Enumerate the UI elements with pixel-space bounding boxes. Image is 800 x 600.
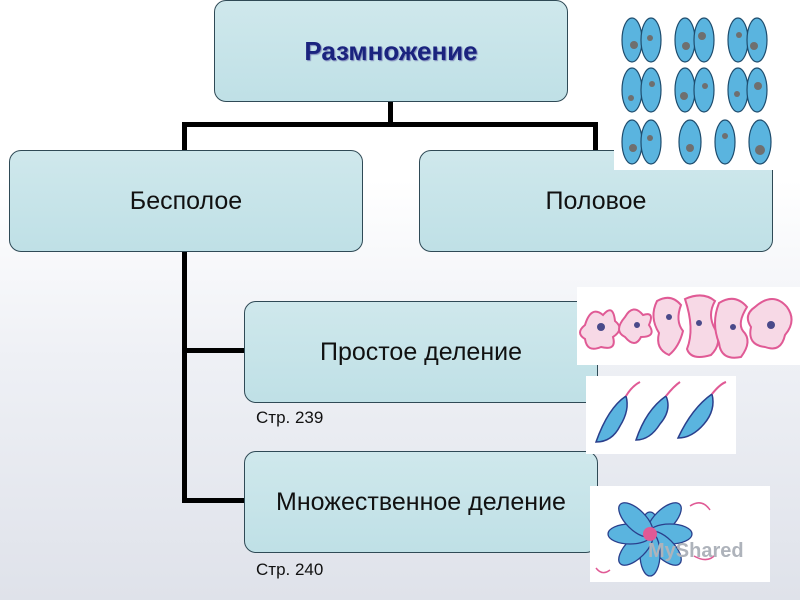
rosette-drawing: [595, 502, 717, 577]
connector-root-down: [388, 100, 393, 125]
multiple-division-label: Множественное деление: [276, 487, 566, 516]
simple-division-box: Простое деление: [244, 301, 598, 403]
amoeba-division-illustration: [577, 287, 800, 365]
reproduction-label: Размножение: [304, 35, 478, 66]
connector-to-multiple: [182, 498, 244, 503]
conjugation-illustration: [614, 10, 776, 170]
conjugation-drawing: [621, 17, 772, 165]
connector-asexual-down: [182, 250, 187, 503]
connector-to-sexual: [593, 122, 598, 150]
simple-division-label: Простое деление: [319, 337, 523, 366]
multiple-division-illustration: [590, 486, 770, 582]
page-ref-simple: Стр. 239: [256, 408, 324, 427]
reproduction-box: Размножение: [214, 0, 568, 102]
trypanosome-division-illustration: [586, 376, 736, 454]
amoeba-drawing: [579, 294, 793, 359]
watermark-text: MyShared: [648, 540, 744, 562]
connector-to-asexual: [182, 122, 187, 150]
trypanosome-drawing: [594, 381, 727, 443]
multiple-division-box: Множественное деление: [244, 451, 598, 553]
sexual-label: Половое: [545, 186, 647, 215]
connector-horizontal-top: [182, 122, 598, 127]
page-ref-multiple: Стр. 240: [256, 560, 324, 579]
asexual-box: Бесполое: [9, 150, 363, 252]
asexual-label: Бесполое: [129, 186, 243, 215]
connector-to-simple: [182, 348, 244, 353]
